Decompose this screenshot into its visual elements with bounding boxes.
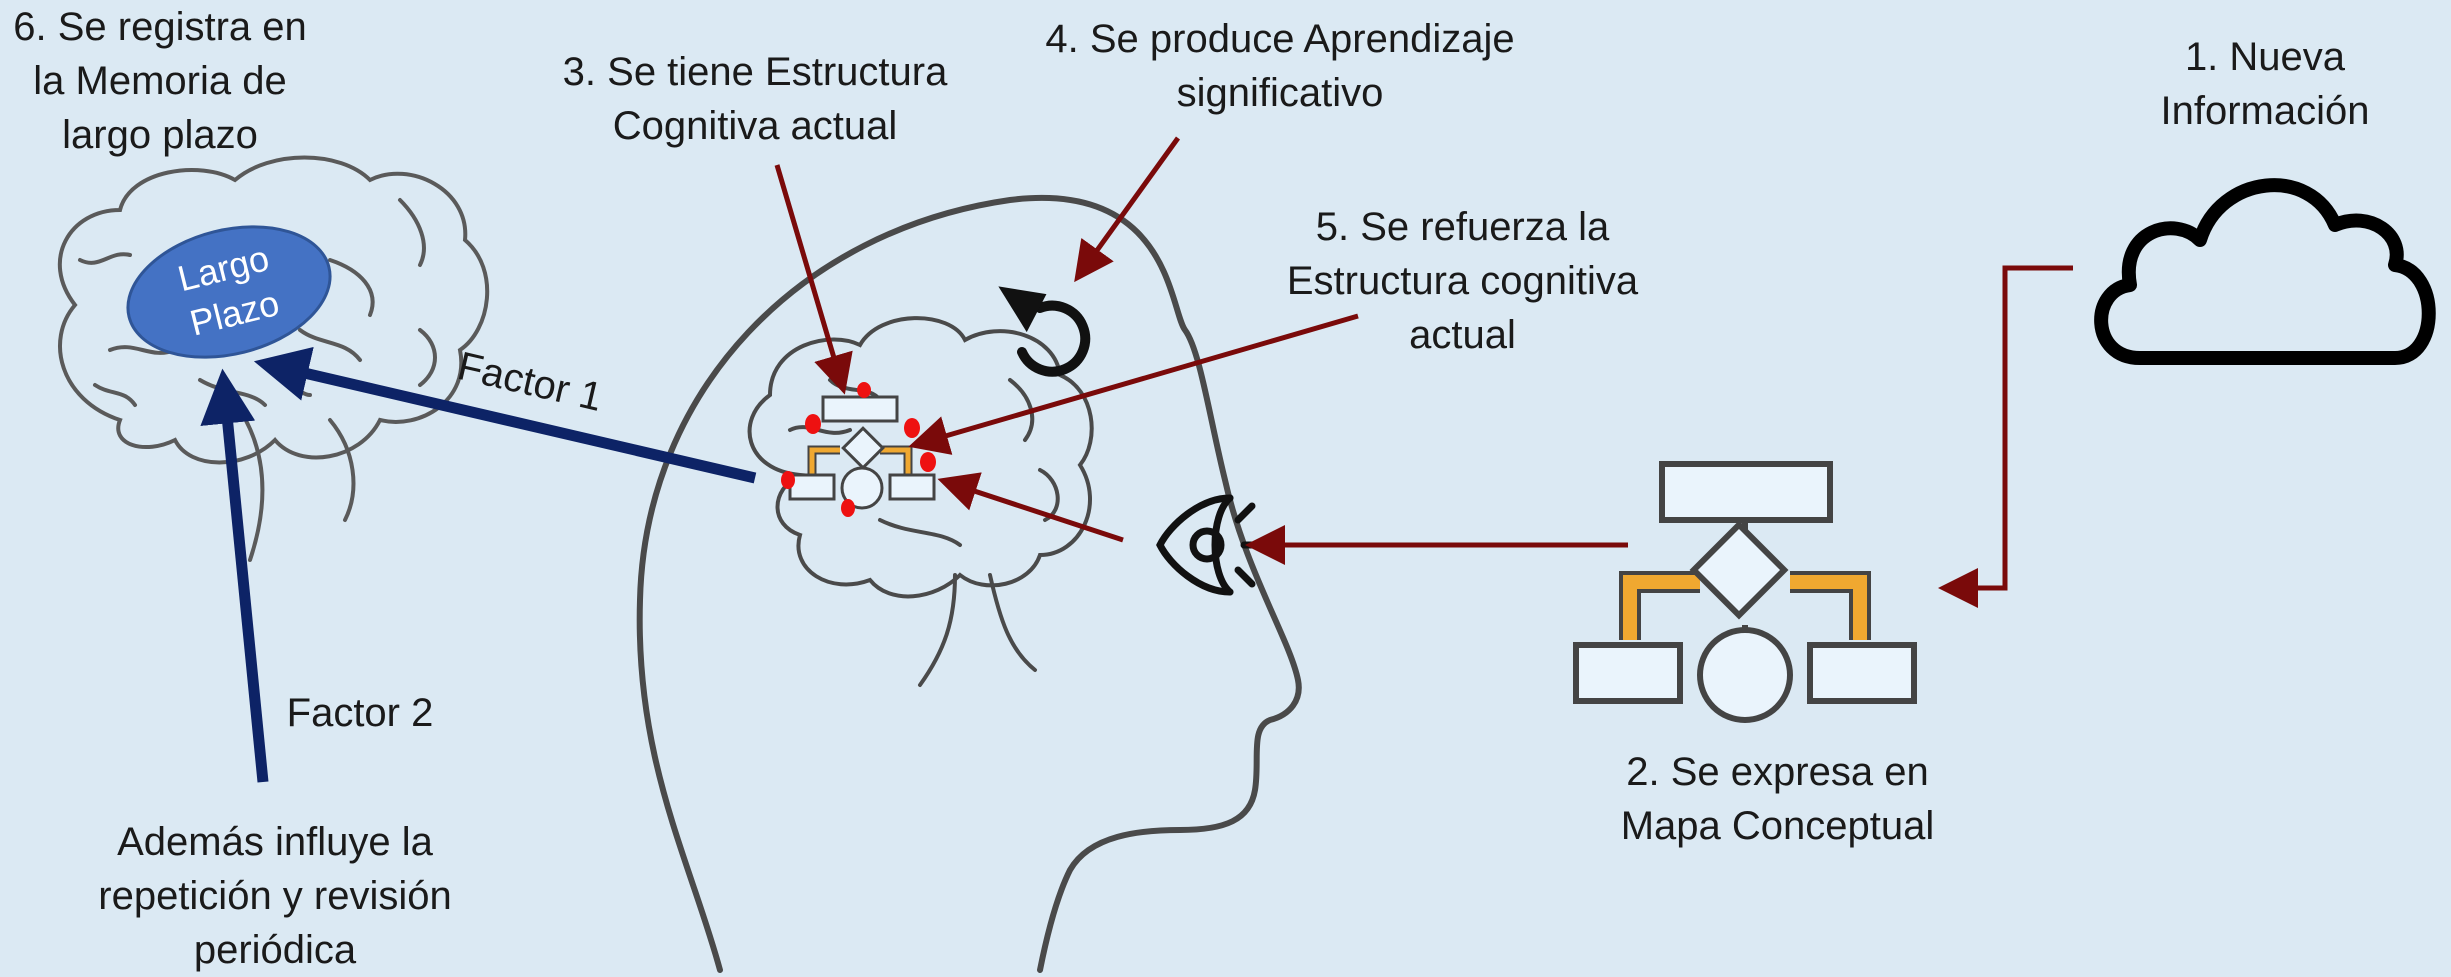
rotate-icon [998,286,1091,377]
arrow-factor2 [200,368,269,783]
head-icon [636,195,1302,973]
label-repetition: Además influye la repetición y revisión … [98,820,452,972]
label-step2: 2. Se expresa en Mapa Conceptual [1620,750,1935,848]
arrow-factor1 [253,346,757,484]
arrow-cloud-to-map [1938,265,2073,608]
cloud-icon [2094,178,2436,365]
label-step1: 1. Nueva Información [2160,35,2370,133]
long-term-memory-ellipse [126,225,332,359]
blue-arrows [200,346,757,783]
red-dot [781,471,795,489]
concept-map-icon-large [1573,461,1917,723]
brain-icon-small [747,316,1094,687]
label-step6: 6. Se registra en la Memoria de largo pl… [13,5,307,157]
label-factor2: Factor 2 [286,691,434,735]
arrow-step3-pointer [774,164,853,395]
red-dot [805,414,821,434]
red-arrows [774,136,2073,608]
arrow-step4-pointer [1074,136,1181,283]
red-dot [904,418,920,438]
label-step5: 5. Se refuerza la Estructura cognitiva a… [1286,205,1639,357]
arrow-step5-pointer [908,313,1359,455]
red-dot [841,499,855,517]
red-dot [920,452,936,472]
arrow-eye-to-brain [937,472,1124,543]
concept-map-icon-small [781,382,936,517]
brain-icon-large [57,155,490,562]
label-step4: 4. Se produce Aprendizaje significativo [1045,17,1515,115]
red-dot [857,382,871,398]
eye-icon [1156,494,1266,596]
label-step3: 3. Se tiene Estructura Cognitiva actual [562,50,948,148]
